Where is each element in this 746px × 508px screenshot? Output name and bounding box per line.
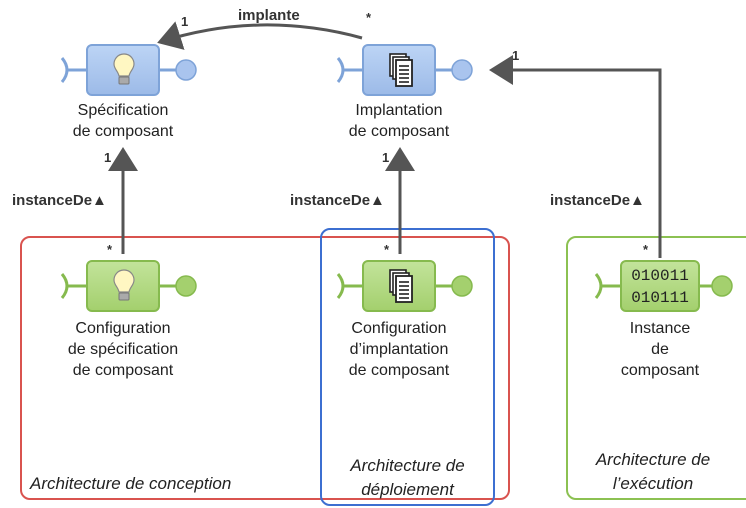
binary-line-1: 010011 [631, 267, 689, 285]
config-spec-node-box[interactable] [86, 260, 160, 312]
impl-node-label: Implantation de composant [324, 100, 474, 142]
region-deploiement-title: Architecture de déploiement [322, 454, 493, 502]
documents-icon [389, 269, 413, 303]
instance-de-exec-source-mult: * [643, 242, 649, 257]
binary-line-2: 010111 [631, 289, 689, 307]
instance-de-spec-label: instanceDe▲ [12, 192, 107, 209]
config-impl-node-label: Configuration d’implantation de composan… [324, 318, 474, 381]
config-spec-label-line-1: Configuration [75, 320, 171, 337]
region-execution-title-line-1: Architecture de [595, 450, 711, 469]
config-spec-label-line-3: de composant [72, 362, 174, 379]
region-execution-title: Architecture de l’exécution [578, 448, 728, 496]
spec-ports [60, 57, 197, 83]
instance-de-impl-label: instanceDe▲ [290, 192, 385, 209]
instance-de-impl-source-mult: * [384, 242, 390, 257]
instance-de-spec-source-mult: * [107, 242, 113, 257]
config-impl-node-box[interactable] [362, 260, 436, 312]
config-spec-ports [60, 273, 197, 299]
implante-target-mult: 1 [181, 14, 189, 29]
region-deploiement [320, 228, 495, 506]
instance-label-line-2: de [651, 341, 669, 358]
spec-label-line-1: Spécification [77, 102, 169, 119]
region-deploiement-title-line-2: déploiement [361, 480, 454, 499]
config-impl-label-line-1: Configuration [351, 320, 447, 337]
impl-label-line-1: Implantation [355, 102, 443, 119]
impl-ports [336, 57, 473, 83]
lightbulb-icon [113, 269, 135, 301]
instance-node-box[interactable]: 010011 010111 [620, 260, 700, 312]
documents-icon [389, 53, 413, 87]
impl-label-line-2: de composant [348, 123, 450, 140]
implante-label: implante [238, 7, 300, 24]
instance-ports [594, 273, 733, 299]
impl-node-box[interactable] [362, 44, 436, 96]
instance-de-impl-target-mult: 1 [382, 150, 390, 165]
spec-node-label: Spécification de composant [48, 100, 198, 142]
config-impl-label-line-2: d’implantation [349, 341, 449, 358]
instance-de-exec-label: instanceDe▲ [550, 192, 645, 209]
region-execution [566, 236, 746, 500]
region-conception-title: Architecture de conception [30, 474, 232, 493]
region-execution-title-line-2: l’exécution [612, 474, 694, 493]
implante-arrow [157, 21, 363, 50]
instance-de-exec-arrow [489, 55, 662, 258]
config-spec-node-label: Configuration de spécification de compos… [38, 318, 208, 381]
spec-node-box[interactable] [86, 44, 160, 96]
implante-source-mult: * [366, 10, 372, 25]
instance-de-exec-target-mult: 1 [512, 48, 520, 63]
lightbulb-icon [113, 53, 135, 85]
spec-label-line-2: de composant [72, 123, 174, 140]
instance-de-spec-target-mult: 1 [104, 150, 112, 165]
region-conception [20, 236, 510, 500]
region-deploiement-title-line-1: Architecture de [350, 456, 465, 475]
config-spec-label-line-2: de spécification [67, 341, 179, 358]
config-impl-ports [336, 273, 473, 299]
config-impl-label-line-3: de composant [348, 362, 450, 379]
instance-label-line-1: Instance [629, 320, 691, 337]
instance-node-label: Instance de composant [590, 318, 730, 381]
instance-label-line-3: composant [620, 362, 700, 379]
